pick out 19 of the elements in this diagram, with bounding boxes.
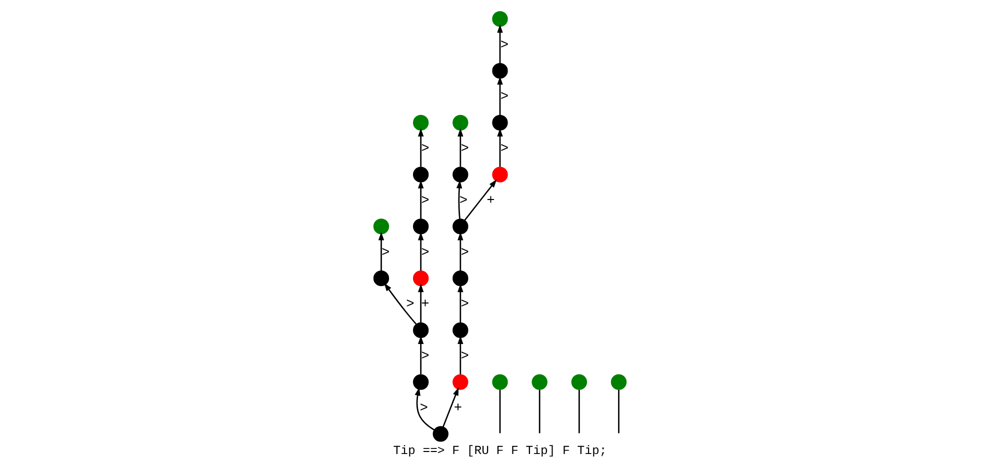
- edge-label: >: [460, 296, 469, 311]
- edge-label: >: [500, 140, 508, 156]
- edge-label: >: [421, 140, 430, 156]
- edge-label: >: [460, 140, 469, 156]
- edge-label: >: [460, 348, 469, 363]
- edge-label: +: [421, 296, 430, 311]
- edge-label: +: [454, 399, 462, 414]
- edge-label: >: [500, 36, 508, 52]
- edge-label: >: [421, 192, 430, 207]
- edge-label: +: [486, 192, 495, 207]
- edge-label: >: [460, 192, 468, 207]
- edge-label: >: [382, 244, 390, 259]
- edge-label: >: [421, 244, 430, 259]
- caption: Tip ==> F [RU F F Tip] F Tip;: [393, 444, 607, 458]
- edge-label: >: [500, 88, 508, 104]
- edge-label: >: [460, 244, 469, 259]
- edge-label: >: [420, 399, 428, 414]
- edge-label: >: [406, 296, 414, 311]
- edge-label: >: [421, 348, 430, 363]
